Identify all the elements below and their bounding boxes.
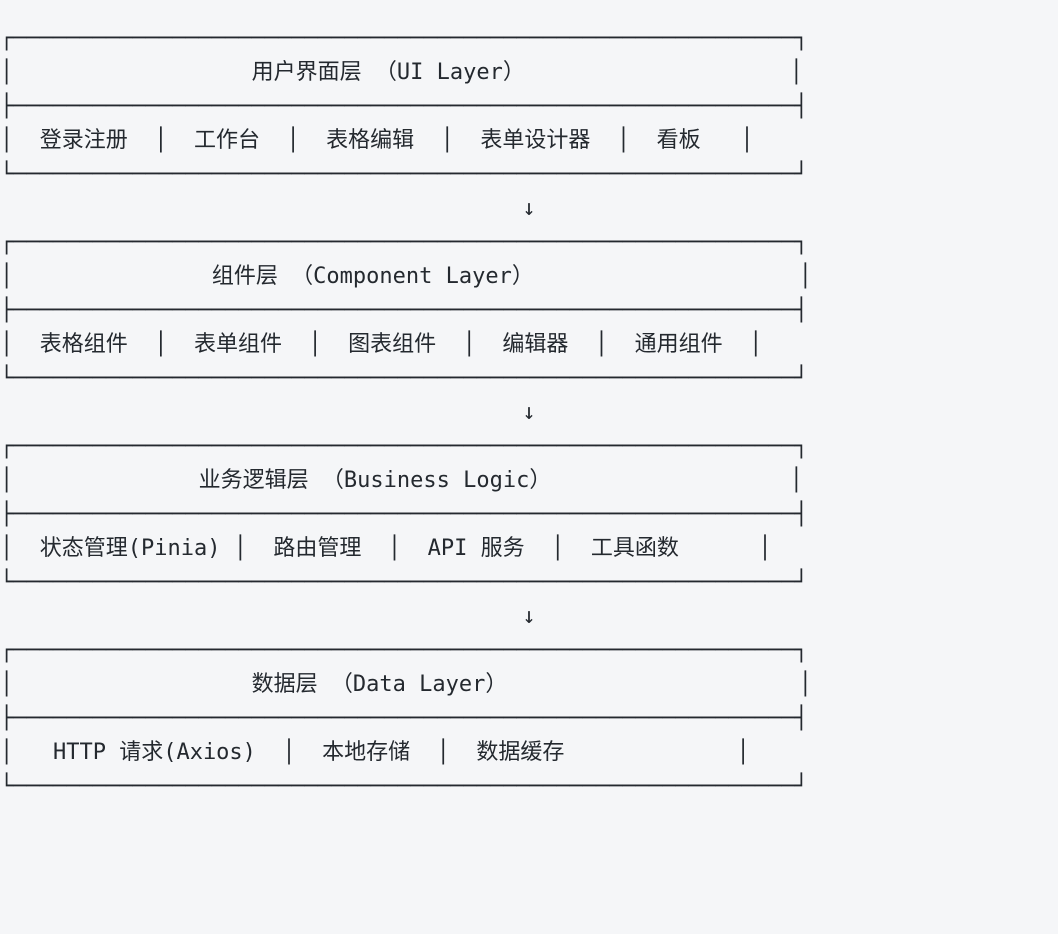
layer-block-data-layer: ┌───────────────────────────────────────…: [0, 638, 812, 799]
layer-block-component-layer: ┌───────────────────────────────────────…: [0, 230, 812, 391]
arrow-down-3: ↓: [522, 604, 536, 629]
arrow-down-1: ↓: [522, 196, 536, 221]
layer-block-business-logic-layer: ┌───────────────────────────────────────…: [0, 434, 808, 595]
layer-block-ui-layer: ┌───────────────────────────────────────…: [0, 26, 808, 187]
arrow-down-2: ↓: [522, 400, 536, 425]
